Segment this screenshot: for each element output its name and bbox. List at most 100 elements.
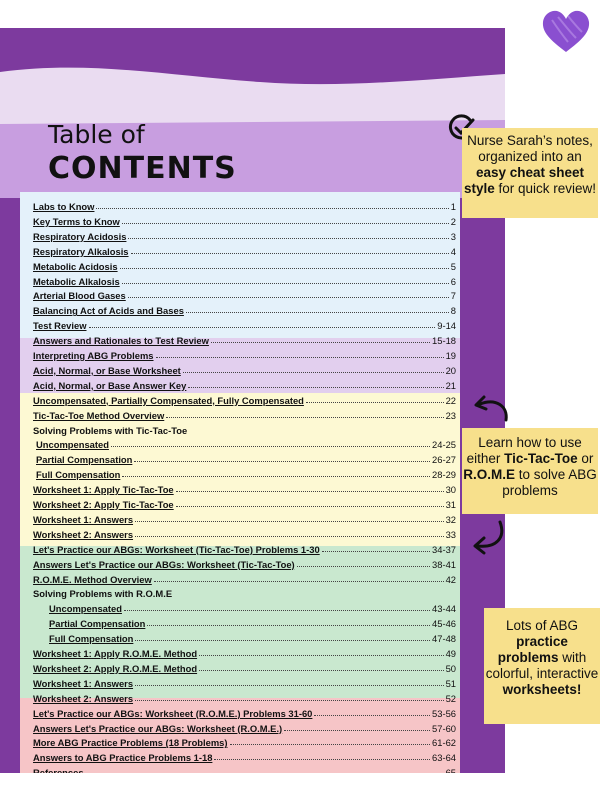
toc-entry-leader	[147, 625, 431, 627]
toc-entry[interactable]: Key Terms to Know 2	[33, 213, 456, 227]
callout-practice: Lots of ABG practice problems with color…	[484, 608, 600, 724]
toc-entry-leader	[128, 237, 449, 239]
toc-entry-label: Worksheet 2: Answers	[33, 528, 134, 540]
toc-entry-label: Solving Problems with Tic-Tac-Toe	[33, 424, 188, 436]
toc-entry-label: Worksheet 2: Answers	[33, 692, 134, 704]
toc-entry-leader	[214, 759, 431, 761]
toc-entry-page: 30	[445, 484, 456, 496]
callout-top-text-2: for quick review!	[494, 181, 597, 196]
toc-entry-page: 51	[445, 677, 456, 689]
toc-entry-leader	[88, 327, 436, 329]
toc-entry[interactable]: Test Review 9-14	[33, 317, 456, 331]
toc-entry-page: 20	[445, 364, 456, 376]
toc-entry-label: Uncompensated	[36, 439, 109, 451]
toc-entry[interactable]: Worksheet 2: Answers 33	[33, 526, 456, 540]
toc-entry-leader	[123, 610, 431, 612]
toc-entry-leader	[188, 386, 444, 388]
toc-entry-label: Respiratory Alkalosis	[33, 245, 129, 257]
toc-entry-leader	[305, 401, 444, 403]
callout-methods: Learn how to use either Tic-Tac-Toe or R…	[462, 428, 598, 514]
toc-entry-label: Test Review	[33, 320, 87, 332]
toc-entry[interactable]: Answers Let's Practice our ABGs: Workshe…	[33, 556, 456, 570]
toc-entry-page: 6	[450, 275, 456, 287]
toc-entry-page: 45-46	[432, 618, 456, 630]
toc-entry-label: Full Compensation	[49, 633, 134, 645]
callout-mid-text-1: Learn how to use either	[466, 435, 582, 466]
toc-entry-page: 2	[450, 215, 456, 227]
toc-entry[interactable]: Partial Compensation 26-27	[36, 451, 456, 465]
toc-entry-page: 24-25	[432, 439, 456, 451]
toc-entry-leader	[185, 312, 449, 314]
toc-entry-leader	[175, 506, 444, 507]
toc-entry-leader	[296, 565, 431, 567]
toc-entry-leader	[166, 416, 444, 418]
toc-entry[interactable]: Solving Problems with Tic-Tac-Toe	[33, 422, 456, 436]
toc-entry-label: Arterial Blood Gases	[33, 290, 126, 302]
toc-entry-leader	[121, 282, 449, 284]
callout-bot-bold-1: practice problems	[497, 634, 568, 665]
page-header-waves	[0, 67, 505, 198]
toc-entry-leader	[121, 222, 449, 224]
heart-icon	[542, 10, 590, 53]
toc-entry-label: Worksheet 2: Apply Tic-Tac-Toe	[33, 499, 174, 510]
toc-entry[interactable]: More ABG Practice Problems (18 Problems)…	[33, 734, 456, 748]
toc-entry-leader	[314, 714, 431, 716]
toc-entry-page: 15-18	[432, 335, 456, 347]
toc-entry-label: References	[33, 767, 84, 773]
toc-entry[interactable]: Answers Let's Practice our ABGs: Workshe…	[33, 720, 456, 734]
toc-entry-page: 31	[445, 499, 456, 510]
toc-entry-page: 3	[450, 230, 456, 242]
toc-entry-label: Metabolic Acidosis	[33, 260, 118, 272]
toc-entry[interactable]: Solving Problems with R.O.M.E	[33, 585, 456, 599]
callout-top-bold-1: easy cheat sheet style	[463, 165, 585, 196]
toc-entry-leader	[153, 580, 444, 582]
toc-entry-label: Partial Compensation	[36, 454, 133, 466]
toc-entry-leader	[182, 371, 444, 373]
toc-entry[interactable]: Let's Practice our ABGs: Worksheet (Tic-…	[33, 541, 456, 555]
toc-entry[interactable]: Metabolic Alkalosis 6	[33, 273, 456, 287]
toc-entry-leader	[284, 729, 431, 731]
toc-entry-label: Metabolic Alkalosis	[33, 275, 120, 287]
toc-entry-page: 21	[445, 379, 456, 391]
toc-entry[interactable]: Let's Practice our ABGs: Worksheet (R.O.…	[33, 705, 456, 719]
toc-entry[interactable]: Worksheet 2: Apply Tic-Tac-Toe 31	[33, 496, 456, 510]
section-band-interpreting	[20, 338, 460, 393]
toc-entry-leader	[175, 491, 444, 493]
toc-entry-leader	[229, 744, 431, 746]
toc-entry[interactable]: Uncompensated 24-25	[36, 436, 456, 450]
toc-entry-label: Key Terms to Know	[33, 215, 120, 227]
toc-entry-label: Answers to ABG Practice Problems 1-18	[33, 752, 213, 764]
toc-entry-page: 28-29	[432, 469, 456, 481]
callout-mid-bold-1: Tic-Tac-Toe	[504, 451, 578, 466]
toc-entry[interactable]: Uncompensated, Partially Compensated, Fu…	[33, 392, 456, 406]
toc-entry-page: 34-37	[432, 543, 456, 555]
toc-entry-page: 26-27	[432, 454, 456, 466]
toc-entry-page: 33	[445, 528, 456, 540]
toc-entry-page: 9-14	[437, 320, 456, 332]
toc-entry-label: Let's Practice our ABGs: Worksheet (Tic-…	[33, 543, 320, 555]
